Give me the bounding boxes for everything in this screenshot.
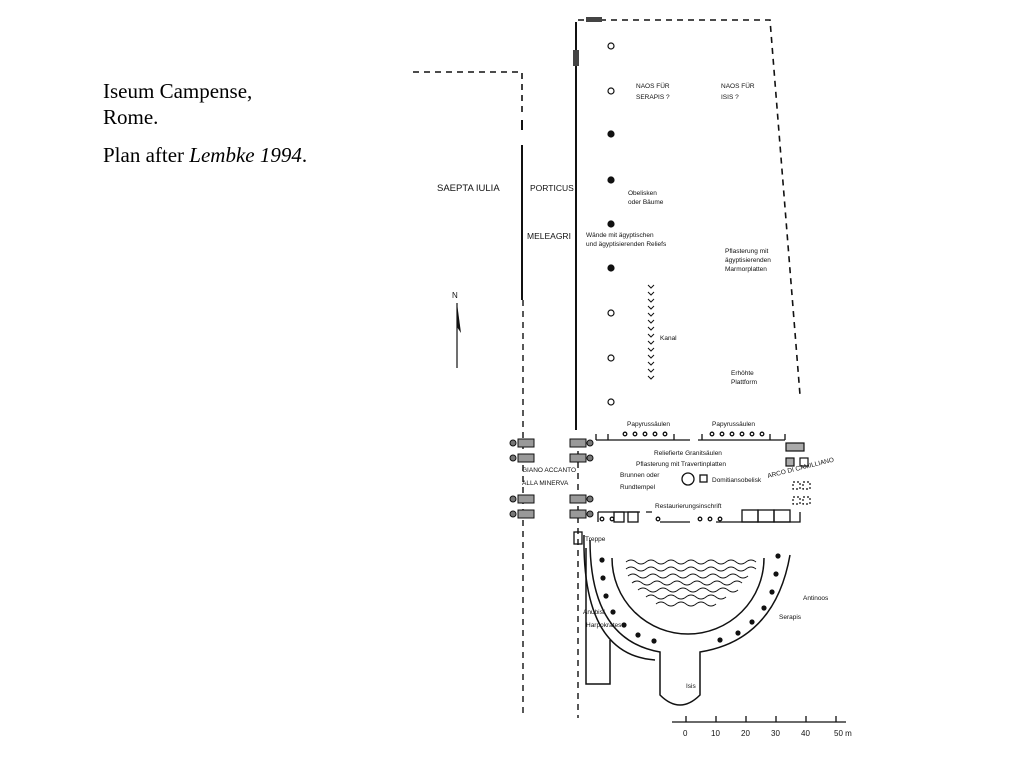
caption-plan-prefix: Plan after [103,143,190,167]
scale-bar [672,716,846,723]
label-obelisken-1: Obelisken [628,190,657,197]
label-saepta: SAEPTA IULIA [437,183,500,194]
scale-tick-40: 40 [801,729,810,738]
label-giano-1: GIANO ACCANTO [522,467,576,474]
scale-tick-30: 30 [771,729,780,738]
label-north: N [452,291,458,300]
label-waende-1: Wände mit ägyptischen [586,232,654,239]
inscription-wall [597,509,801,523]
saepta-walls [413,19,801,718]
papyrus-columns [595,431,786,441]
north-arrow [456,303,461,368]
scale-tick-50: 50 m [834,729,852,738]
label-antinoos: Antinoos [803,595,829,602]
domitian-obelisk-marker [699,474,708,483]
caption-line2: Rome. [103,105,159,129]
label-arco: ARCO DI CAMILLIANO [767,457,835,480]
caption-title: Iseum Campense, Rome. [103,78,323,130]
label-naos-serapis-2: SERAPIS ? [636,94,670,101]
label-granit: Reliefierte Granitsäulen [654,450,722,457]
arch-structure [785,442,811,505]
caption-source: Plan after Lembke 1994. [103,142,323,168]
label-travertin: Pflasterung mit Travertinplatten [636,461,726,468]
label-porticus: PORTICUS [530,183,574,193]
serapeum-basin-waves [625,559,757,607]
wall-hatch-side [573,50,579,66]
wall-hatch-top [586,17,602,22]
scale-tick-10: 10 [711,729,720,738]
scale-tick-20: 20 [741,729,750,738]
caption-plan-source: Lembke 1994 [189,143,302,167]
label-naos-isis-2: ISIS ? [721,94,739,101]
label-anubis-2: Harpokrates [586,622,622,629]
gate-piers [509,438,594,519]
label-treppe: Treppe [585,536,606,543]
label-pflasterung-2: ägyptisierenden [725,257,771,264]
label-papyrus-1: Papyrussäulen [627,421,670,428]
caption: Iseum Campense, Rome. Plan after Lembke … [103,78,323,180]
label-meleagri: MELEAGRI [527,231,571,241]
label-anubis-1: Anubis/ [583,609,605,616]
label-restaurierung: Restaurierungsinschrift [655,503,722,510]
label-brunnen-2: Rundtempel [620,484,656,491]
stair-marker [573,531,583,545]
scale-tick-0: 0 [683,729,688,738]
label-naos-isis-1: NAOS FÜR [721,82,755,90]
caption-plan-suffix: . [301,143,308,167]
label-kanal: Kanal [660,335,677,342]
obelisk-markers [607,42,615,406]
label-giano-2: ALLA MINERVA [522,480,569,487]
label-domitian: Domitiansobelisk [712,477,762,484]
fountain-marker [681,472,695,486]
label-pflasterung-3: Marmorplatten [725,266,767,273]
serapeum-columns [599,553,781,644]
label-pflasterung-1: Pflasterung mit [725,248,769,255]
label-plattform-2: Plattform [731,379,757,386]
caption-line1: Iseum Campense, [103,79,253,103]
label-naos-serapis-1: NAOS FÜR [636,82,670,90]
label-plattform-1: Erhöhte [731,370,754,377]
label-serapis: Serapis [779,614,802,621]
canal [647,284,655,380]
label-isis: Isis [686,683,697,690]
serapeum [583,534,791,706]
label-papyrus-2: Papyrussäulen [712,421,755,428]
label-obelisken-2: oder Bäume [628,199,664,206]
label-brunnen-1: Brunnen oder [620,472,660,479]
label-waende-2: und ägyptisierenden Reliefs [586,241,667,248]
